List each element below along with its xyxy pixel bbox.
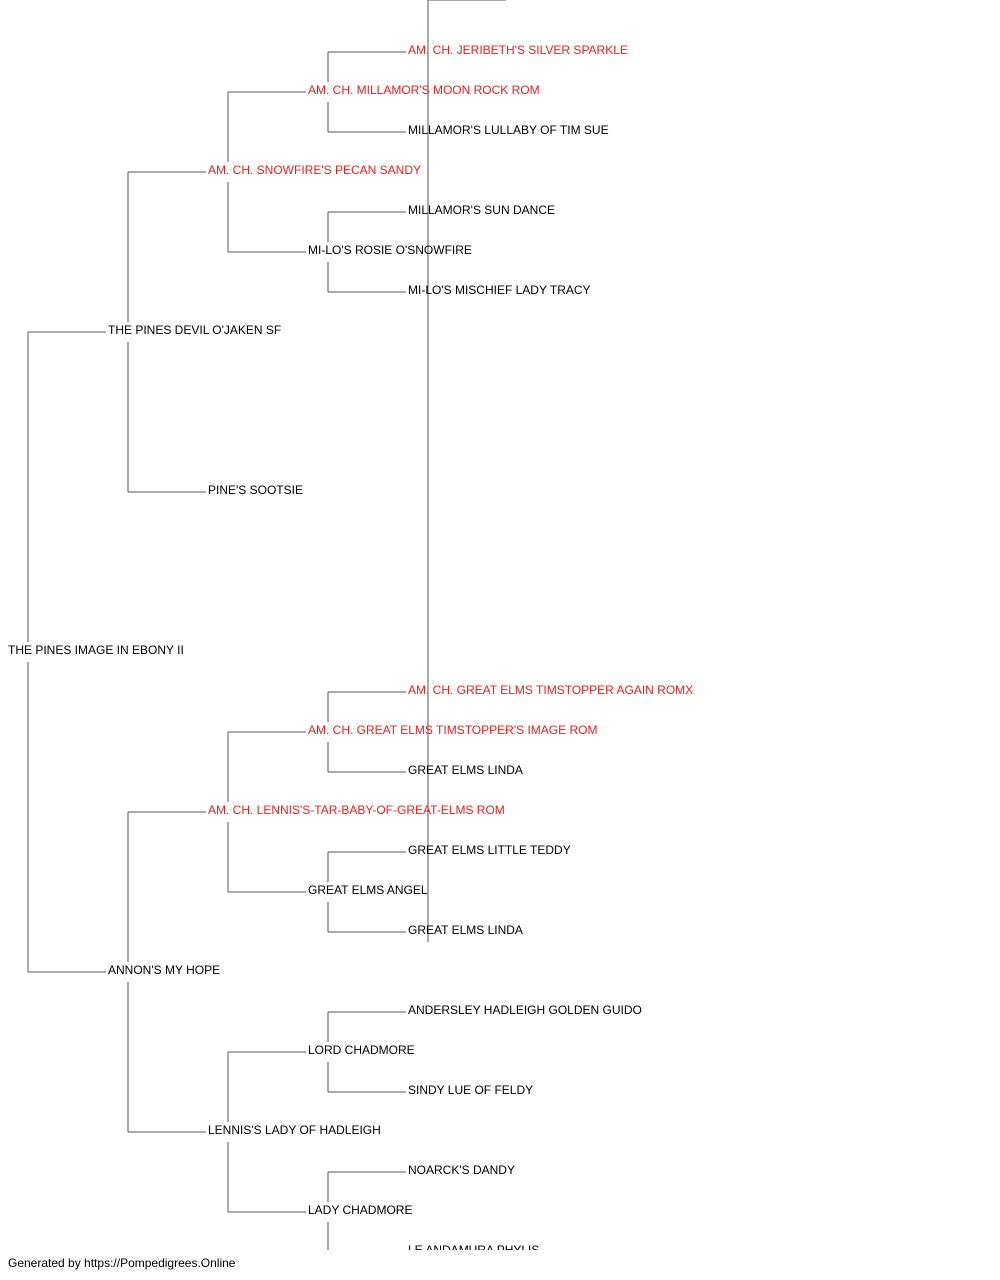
pedigree-entry: MILLAMOR'S LULLABY OF TIM SUE (408, 123, 609, 137)
pedigree-entry: MI-LO'S ROSIE O'SNOWFIRE (308, 243, 472, 257)
pedigree-names: THE PINES IMAGE IN EBONY II THE PINES DEV… (0, 0, 693, 1250)
pedigree-connectors (27, 0, 506, 1250)
pedigree-entry: MURPHY'S TINY LADY (0, 0, 127, 3)
pedigree-tree: THE PINES IMAGE IN EBONY II THE PINES DEV… (0, 0, 693, 1250)
pedigree-entry: AM. CH. MILLAMOR'S FANCY GOLD DANCER ROM (0, 0, 287, 3)
pedigree-entry: GREAT ELMS LINDA (408, 763, 523, 777)
pedigree-entry: GREAT ELMS LINDA (408, 923, 523, 937)
pedigree-entry: MI-LO'S MISCHIEF LADY TRACY (408, 283, 591, 297)
pedigree-entry: NOARCK'S DANDY (408, 1163, 515, 1177)
pedigree-entry: AM. CH. THELCOLYNN'S TINY SUN DANCE (0, 0, 243, 3)
pedigree-entry: AM. CH. GREAT ELMS TIMSTOPPER AGAIN ROMX (408, 683, 693, 697)
pedigree-entry: GREAT ELMS LITTLE DUFFIE (0, 0, 166, 3)
pedigree-entry: MILLAMOR'S RED MIST ROMX (0, 0, 173, 3)
pedigree-entry: ANNON'S MY HOPE (108, 963, 220, 977)
pedigree-entry: AM. CH. GREAT ELMS TIMSTOPPER AGAIN ROMX (0, 0, 285, 3)
pedigree-entry: THE PINES DEVIL O'JAKEN SF (108, 323, 281, 337)
pedigree-entry: CH. MI-LO'S GAE MISCHIEF MAKER (0, 0, 203, 3)
pedigree-entry: AM. CH. GREAT ELMS LITTLE TIMSTOPPER ROM… (0, 0, 288, 3)
pedigree-entry: SILVER MEADOW'S GAY LIL MUSIC (0, 0, 200, 3)
pedigree-entry: GREAT ELMS LITTLE DUFFIE (0, 0, 166, 3)
pedigree-entry: AM. CH. GREAT ELMS TIMSTOPPER'S IMAGE RO… (308, 723, 597, 737)
pedigree-entry: AM. CH. MILLAMOR'S MOON ROCK ROM (308, 83, 540, 97)
pedigree-entry: GREAT ELMS LITTLE SUSIE (0, 0, 158, 3)
footer-credit: Generated by https://Pompedigrees.Online (8, 1256, 236, 1270)
pedigree-entry: CH. GREAT ELMS LITTLE DEBBY II (0, 0, 197, 3)
pedigree-entry: MAR-BI-LEA'S SAUCY GIRL (0, 0, 155, 3)
pedigree-entry: SINDY LUE OF FELDY (408, 1083, 533, 1097)
pedigree-entry: LORD CHADMORE (308, 1043, 415, 1057)
pedigree-entry: GREAT ELMS LITTLE TEDDY (408, 843, 571, 857)
pedigree-entry: AM. CH. SNOWFIRE'S PECAN SANDY (208, 163, 421, 177)
pedigree-entry: PINE'S SOOTSIE (208, 483, 303, 497)
pedigree-entry: GREAT ELMS LITTLE SUSIE (0, 0, 158, 3)
pedigree-entry: LE ANDAMURA PHYLIS (408, 1243, 539, 1250)
pedigree-entry: THE PINES IMAGE IN EBONY II (8, 643, 184, 657)
pedigree-entry: AM. CH. LENNIS'S-TAR-BABY-OF-GREAT-ELMS … (208, 803, 505, 817)
pedigree-entry: MILLAMOR'S SUN DANCE (408, 203, 555, 217)
pedigree-entry: ANDERSLEY HADLEIGH GOLDEN GUIDO (408, 1003, 642, 1017)
pedigree-entry: PHIL'S SPARKLING DRAGONFLY (0, 0, 185, 3)
pedigree-entry: LADY CHADMORE (308, 1203, 412, 1217)
pedigree-entry: AM. CH. JERIBETH'S SILVER SPARKLE (408, 43, 628, 57)
pedigree-entry: LENNIS'S LADY OF HADLEIGH (208, 1123, 381, 1137)
pedigree-entry: GREAT ELMS ANGEL (308, 883, 428, 897)
pedigree-entry: AM. CH. MILLAMOR'S FANCY GOLD DANCER ROM (0, 0, 287, 3)
